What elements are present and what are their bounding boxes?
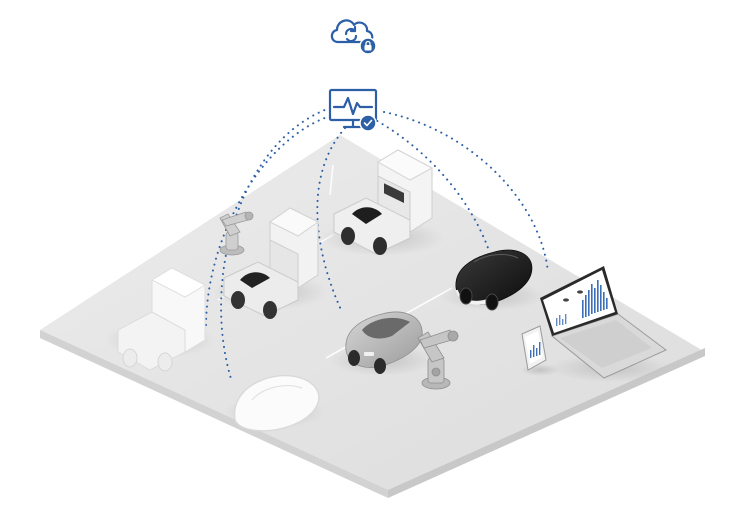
black-car-right <box>440 249 544 311</box>
white-truck-cab-left <box>212 207 328 319</box>
connection-arcs <box>204 107 549 383</box>
ghost-truck-cab <box>105 267 215 372</box>
white-truck-cab-top <box>320 149 444 256</box>
arc-to-mid-car <box>316 127 346 313</box>
arc-to-dark-car <box>371 117 489 249</box>
tablet-device <box>520 325 560 376</box>
gray-car-middle <box>330 311 434 376</box>
cloud-sync-lock-icon <box>330 19 377 55</box>
ghost-car-outline <box>225 374 325 432</box>
laptop-screen-bars <box>582 280 608 318</box>
laptop-device <box>540 266 670 382</box>
arc-to-ghost-truck <box>204 115 331 331</box>
arc-to-laptop <box>383 111 549 273</box>
arc-to-ghost-car <box>220 107 331 383</box>
robot-arm-left <box>219 211 254 256</box>
floor-platform <box>40 135 705 498</box>
robot-arm-right <box>417 329 459 390</box>
monitor-heartbeat-check-icon <box>328 88 378 132</box>
